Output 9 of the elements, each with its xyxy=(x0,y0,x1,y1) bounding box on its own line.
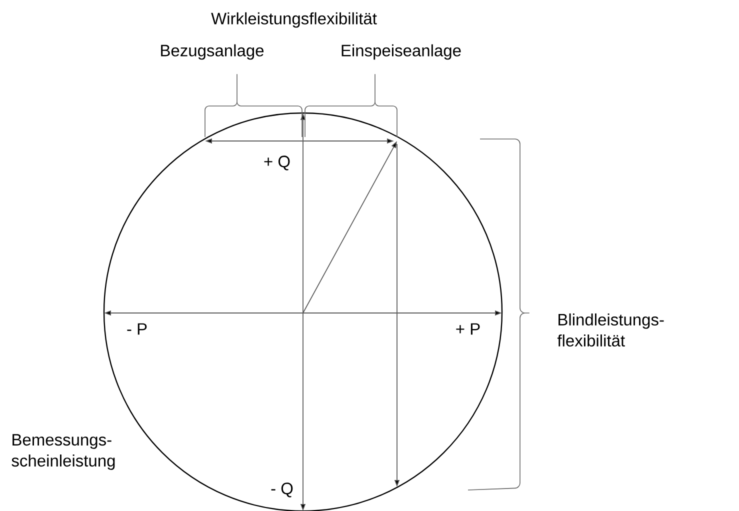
brace-label: Wirkleistungsflexibilität xyxy=(211,12,377,28)
brace-label: Blindleistungs- flexibilität xyxy=(557,313,664,347)
circle-label: Bemessungs- scheinleistung xyxy=(12,434,115,470)
brace-label: Einspeiseanlage xyxy=(342,44,461,60)
axis-label: + Q xyxy=(264,156,290,170)
brace-label: Bezugsanlage xyxy=(161,44,264,60)
axis-label: - P xyxy=(127,323,147,335)
axis-label: + P xyxy=(456,323,480,335)
axis-label: - Q xyxy=(271,482,293,498)
